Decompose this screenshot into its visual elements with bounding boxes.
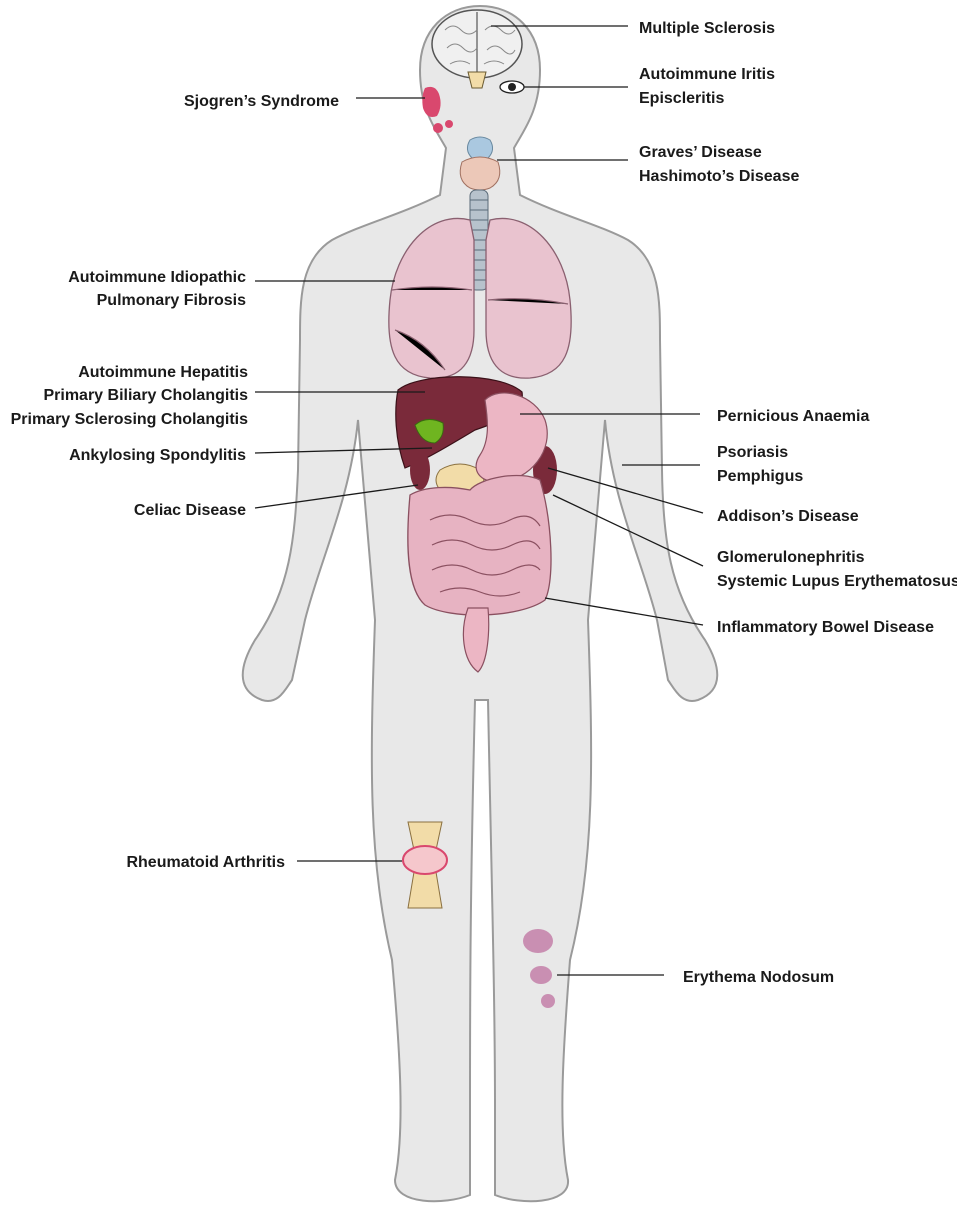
label-sjogrens-syndrome: Sjogren’s Syndrome — [184, 93, 339, 110]
label-pernicious-anaemia: Pernicious Anaemia — [717, 408, 869, 425]
label-ipf-line2: Pulmonary Fibrosis — [97, 292, 246, 309]
label-autoimmune-hepatitis: Autoimmune Hepatitis — [78, 364, 248, 381]
label-autoimmune-iritis: Autoimmune Iritis — [639, 66, 775, 83]
small-intestine — [429, 514, 541, 597]
label-pemphigus: Pemphigus — [717, 468, 803, 485]
label-rheumatoid-arthritis: Rheumatoid Arthritis — [126, 854, 285, 871]
label-episcleritis: Episcleritis — [639, 90, 724, 107]
label-addisons-disease: Addison’s Disease — [717, 508, 859, 525]
label-primary-sclerosing-cholangitis: Primary Sclerosing Cholangitis — [11, 411, 249, 428]
label-graves-disease: Graves’ Disease — [639, 144, 762, 161]
leader-lines — [254, 25, 704, 976]
knee-joint — [402, 821, 448, 909]
lungs — [388, 217, 572, 379]
rectum — [462, 607, 490, 673]
label-celiac-disease: Celiac Disease — [134, 502, 246, 519]
label-ankylosing-spondylitis: Ankylosing Spondylitis — [69, 447, 246, 464]
label-glomerulonephritis: Glomerulonephritis — [717, 549, 865, 566]
label-erythema-nodosum: Erythema Nodosum — [683, 969, 834, 986]
label-psoriasis: Psoriasis — [717, 444, 788, 461]
eye — [499, 80, 525, 94]
label-systemic-lupus: Systemic Lupus Erythematosus — [717, 573, 957, 590]
thyroid — [459, 136, 501, 191]
label-ipf-line1: Autoimmune Idiopathic — [68, 269, 246, 286]
label-primary-biliary-cholangitis: Primary Biliary Cholangitis — [43, 387, 248, 404]
brain — [431, 9, 523, 89]
salivary-glands — [422, 86, 453, 133]
skin-lesions — [523, 929, 555, 1008]
label-inflammatory-bowel-disease: Inflammatory Bowel Disease — [717, 619, 934, 636]
large-intestine — [407, 474, 552, 616]
label-hashimotos-disease: Hashimoto’s Disease — [639, 168, 799, 185]
label-multiple-sclerosis: Multiple Sclerosis — [639, 20, 775, 37]
